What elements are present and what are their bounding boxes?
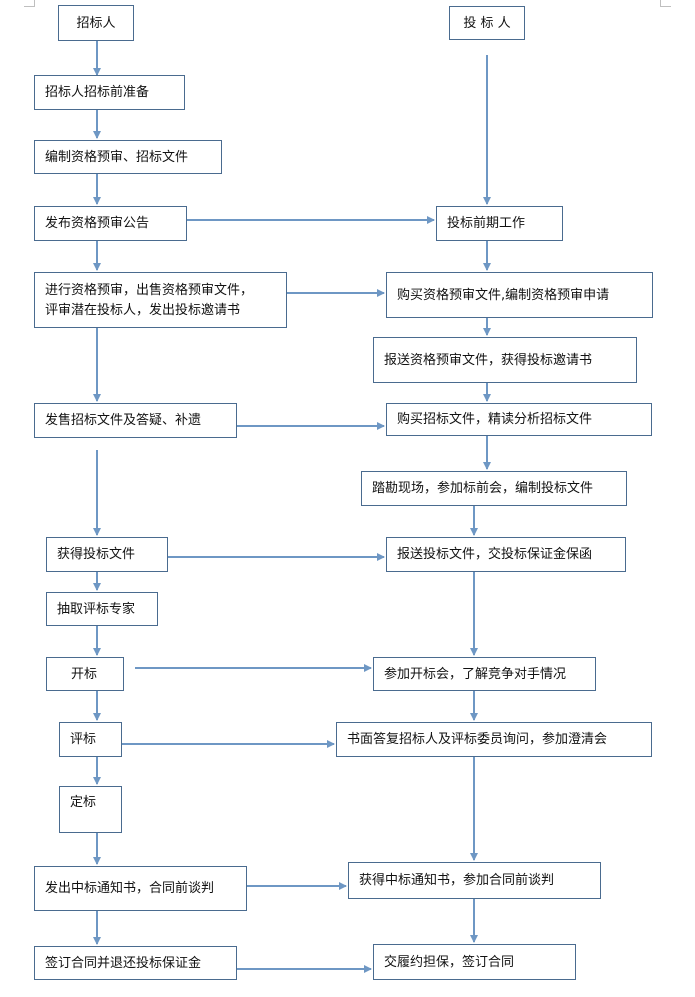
- box-label: 报送投标文件，交投标保证金保函: [397, 547, 593, 562]
- page-corner-mark-left: [24, 0, 35, 7]
- box-early-work: 投标前期工作: [436, 206, 563, 241]
- box-label: 评标: [70, 732, 97, 747]
- box-label-line-1: 进行资格预审，出售资格预审文件，: [45, 282, 254, 298]
- box-prequalification: 进行资格预审，出售资格预审文件， 评审潜在投标人，发出投标邀请书: [34, 272, 287, 328]
- box-select-experts: 抽取评标专家: [46, 592, 158, 626]
- box-label: 招标人: [76, 15, 116, 31]
- box-bid-opening: 开标: [46, 657, 124, 691]
- box-receive-bids: 获得投标文件: [46, 537, 168, 572]
- box-label: 参加开标会，了解竞争对手情况: [384, 666, 567, 682]
- box-compile-documents: 编制资格预审、招标文件: [34, 140, 222, 174]
- box-receive-award-notice: 获得中标通知书，参加合同前谈判: [348, 862, 601, 899]
- box-label: 投标前期工作: [447, 216, 526, 231]
- box-label: 发售招标文件及答疑、补遗: [45, 413, 202, 428]
- box-submit-prequal: 报送资格预审文件，获得投标邀请书: [373, 337, 637, 383]
- box-performance-bond: 交履约担保，签订合同: [373, 944, 576, 980]
- box-label-line-2: 评审潜在投标人，发出投标邀请书: [45, 302, 241, 318]
- box-attend-opening: 参加开标会，了解竞争对手情况: [373, 657, 596, 691]
- box-label: 编制资格预审、招标文件: [45, 149, 189, 165]
- box-label: 定标: [70, 795, 97, 810]
- box-publish-notice: 发布资格预审公告: [34, 206, 187, 241]
- box-label: 踏勘现场，参加标前会，编制投标文件: [372, 481, 594, 496]
- box-sell-documents: 发售招标文件及答疑、补遗: [34, 403, 237, 438]
- box-label: 交履约担保，签订合同: [384, 954, 515, 970]
- box-site-visit: 踏勘现场，参加标前会，编制投标文件: [361, 471, 627, 506]
- box-pre-tender-preparation: 招标人招标前准备: [34, 75, 185, 110]
- box-label: 发布资格预审公告: [45, 216, 150, 231]
- box-sign-contract-refund: 签订合同并退还投标保证金: [34, 946, 237, 980]
- box-label: 招标人招标前准备: [45, 85, 150, 100]
- box-label: 签订合同并退还投标保证金: [45, 955, 202, 971]
- box-label: 书面答复招标人及评标委员询问，参加澄清会: [347, 732, 608, 747]
- box-submit-bid: 报送投标文件，交投标保证金保函: [386, 537, 626, 572]
- box-label: 报送资格预审文件，获得投标邀请书: [384, 352, 593, 368]
- box-label: 购买招标文件，精读分析招标文件: [397, 412, 593, 427]
- box-label: 抽取评标专家: [57, 601, 136, 617]
- box-buy-prequal-docs: 购买资格预审文件,编制资格预审申请: [386, 272, 653, 318]
- box-label: 购买资格预审文件,编制资格预审申请: [397, 287, 610, 303]
- box-evaluation: 评标: [59, 722, 122, 757]
- box-label: 获得中标通知书，参加合同前谈判: [359, 873, 555, 888]
- box-written-reply: 书面答复招标人及评标委员询问，参加澄清会: [336, 722, 652, 757]
- box-label: 投 标 人: [463, 15, 511, 31]
- box-issue-award-notice: 发出中标通知书，合同前谈判: [34, 866, 247, 911]
- box-label: 开标: [71, 666, 98, 682]
- box-tenderer-header: 投 标 人: [449, 6, 525, 40]
- box-bidder-header: 招标人: [58, 5, 134, 41]
- box-label: 发出中标通知书，合同前谈判: [45, 881, 215, 896]
- page-corner-mark-right: [660, 0, 671, 7]
- box-label: 获得投标文件: [57, 547, 136, 562]
- box-buy-tender-docs: 购买招标文件，精读分析招标文件: [386, 403, 652, 436]
- box-award: 定标: [59, 786, 122, 833]
